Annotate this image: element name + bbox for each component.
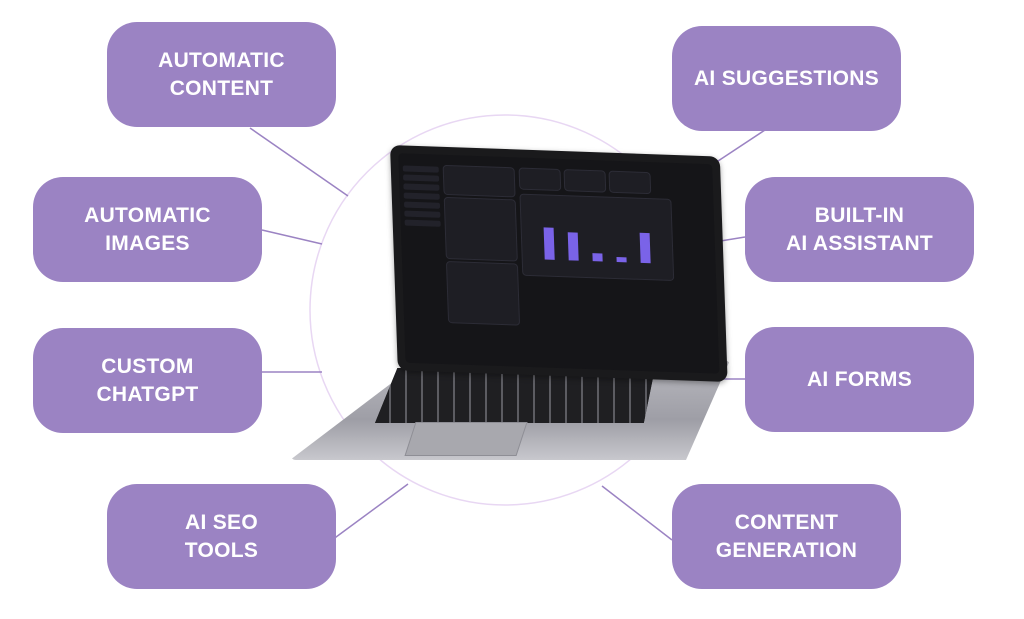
dashboard-card: [443, 196, 518, 262]
built-in-ai-assistant-card: BUILT-IN AI ASSISTANT: [745, 177, 974, 282]
chart-bar: [592, 253, 603, 262]
laptop-illustration: [280, 140, 730, 470]
connector-ai-seo-tools: [331, 483, 409, 541]
custom-chatgpt-card: CUSTOM CHATGPT: [33, 328, 262, 433]
content-generation-card: CONTENT GENERATION: [672, 484, 901, 589]
ai-forms-card: AI FORMS: [745, 327, 974, 432]
ai-suggestions-card: AI SUGGESTIONS: [672, 26, 901, 131]
automatic-content-card: AUTOMATIC CONTENT: [107, 22, 336, 127]
stat-card: [518, 167, 562, 192]
dashboard-card: [442, 164, 516, 198]
laptop-lid: [390, 145, 728, 382]
chart-bar: [616, 256, 627, 263]
laptop-trackpad: [404, 422, 528, 456]
laptop-screen: [398, 153, 720, 374]
dashboard-card: [445, 261, 521, 326]
chart-bar: [543, 227, 555, 260]
usage-chart-card: [519, 193, 675, 282]
automatic-images-card: AUTOMATIC IMAGES: [33, 177, 262, 282]
connector-content-generation: [601, 485, 673, 541]
connector-automatic-content: [249, 127, 349, 197]
dashboard-sidebar: [402, 165, 441, 229]
connector-automatic-images: [261, 229, 323, 245]
chart-bar: [567, 232, 579, 261]
ai-seo-tools-card: AI SEO TOOLS: [107, 484, 336, 589]
connector-ai-suggestions: [711, 129, 766, 166]
stat-card: [608, 170, 652, 195]
chart-bar: [639, 232, 651, 264]
stat-card: [563, 169, 607, 193]
